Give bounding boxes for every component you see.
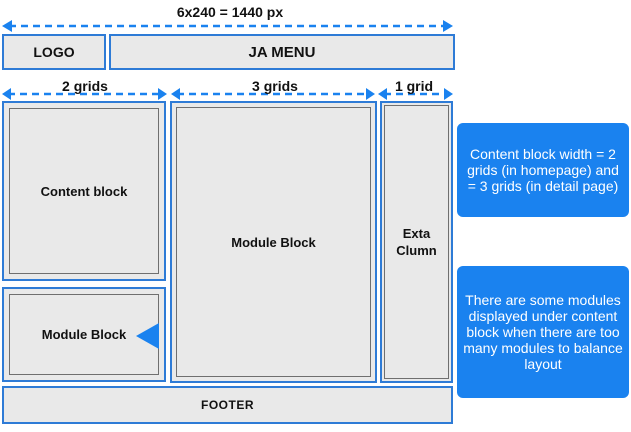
module-block-left-label: Module Block <box>41 327 127 342</box>
module-block-left: Module Block <box>9 294 159 375</box>
module-block-center: Module Block <box>176 107 371 377</box>
logo-label: LOGO <box>33 44 75 60</box>
menu-block: JA MENU <box>109 34 455 70</box>
footer-label: FOOTER <box>201 398 254 412</box>
three-grids-arrow <box>171 88 375 100</box>
two-grids-arrow <box>2 88 167 100</box>
content-block-frame: Content block <box>2 101 166 281</box>
menu-label: JA MENU <box>248 43 316 61</box>
note-modules-under-text: There are some modules displayed under c… <box>463 292 623 372</box>
module-block-center-label: Module Block <box>231 234 316 250</box>
extra-column-frame: Exta Clumn <box>380 101 453 383</box>
extra-column-label: Exta Clumn <box>396 226 437 258</box>
extra-column: Exta Clumn <box>384 105 449 379</box>
left-pointer-arrow <box>136 323 159 349</box>
note-content-width-text: Content block width = 2 grids (in homepa… <box>467 146 619 194</box>
total-width-label: 6x240 = 1440 px <box>176 4 284 20</box>
module-block-left-frame: Module Block <box>2 287 166 382</box>
one-grid-label: 1 grid <box>394 78 434 94</box>
total-width-arrow <box>2 20 453 32</box>
two-grids-label: 2 grids <box>62 78 108 94</box>
module-block-center-frame: Module Block <box>170 101 377 383</box>
three-grids-label: 3 grids <box>252 78 298 94</box>
content-block: Content block <box>9 108 159 274</box>
footer-block: FOOTER <box>2 386 453 424</box>
note-content-width: Content block width = 2 grids (in homepa… <box>457 123 629 217</box>
logo-block: LOGO <box>2 34 106 70</box>
note-modules-under: There are some modules displayed under c… <box>457 266 629 398</box>
content-block-label: Content block <box>40 183 128 199</box>
one-grid-arrow <box>378 88 453 100</box>
